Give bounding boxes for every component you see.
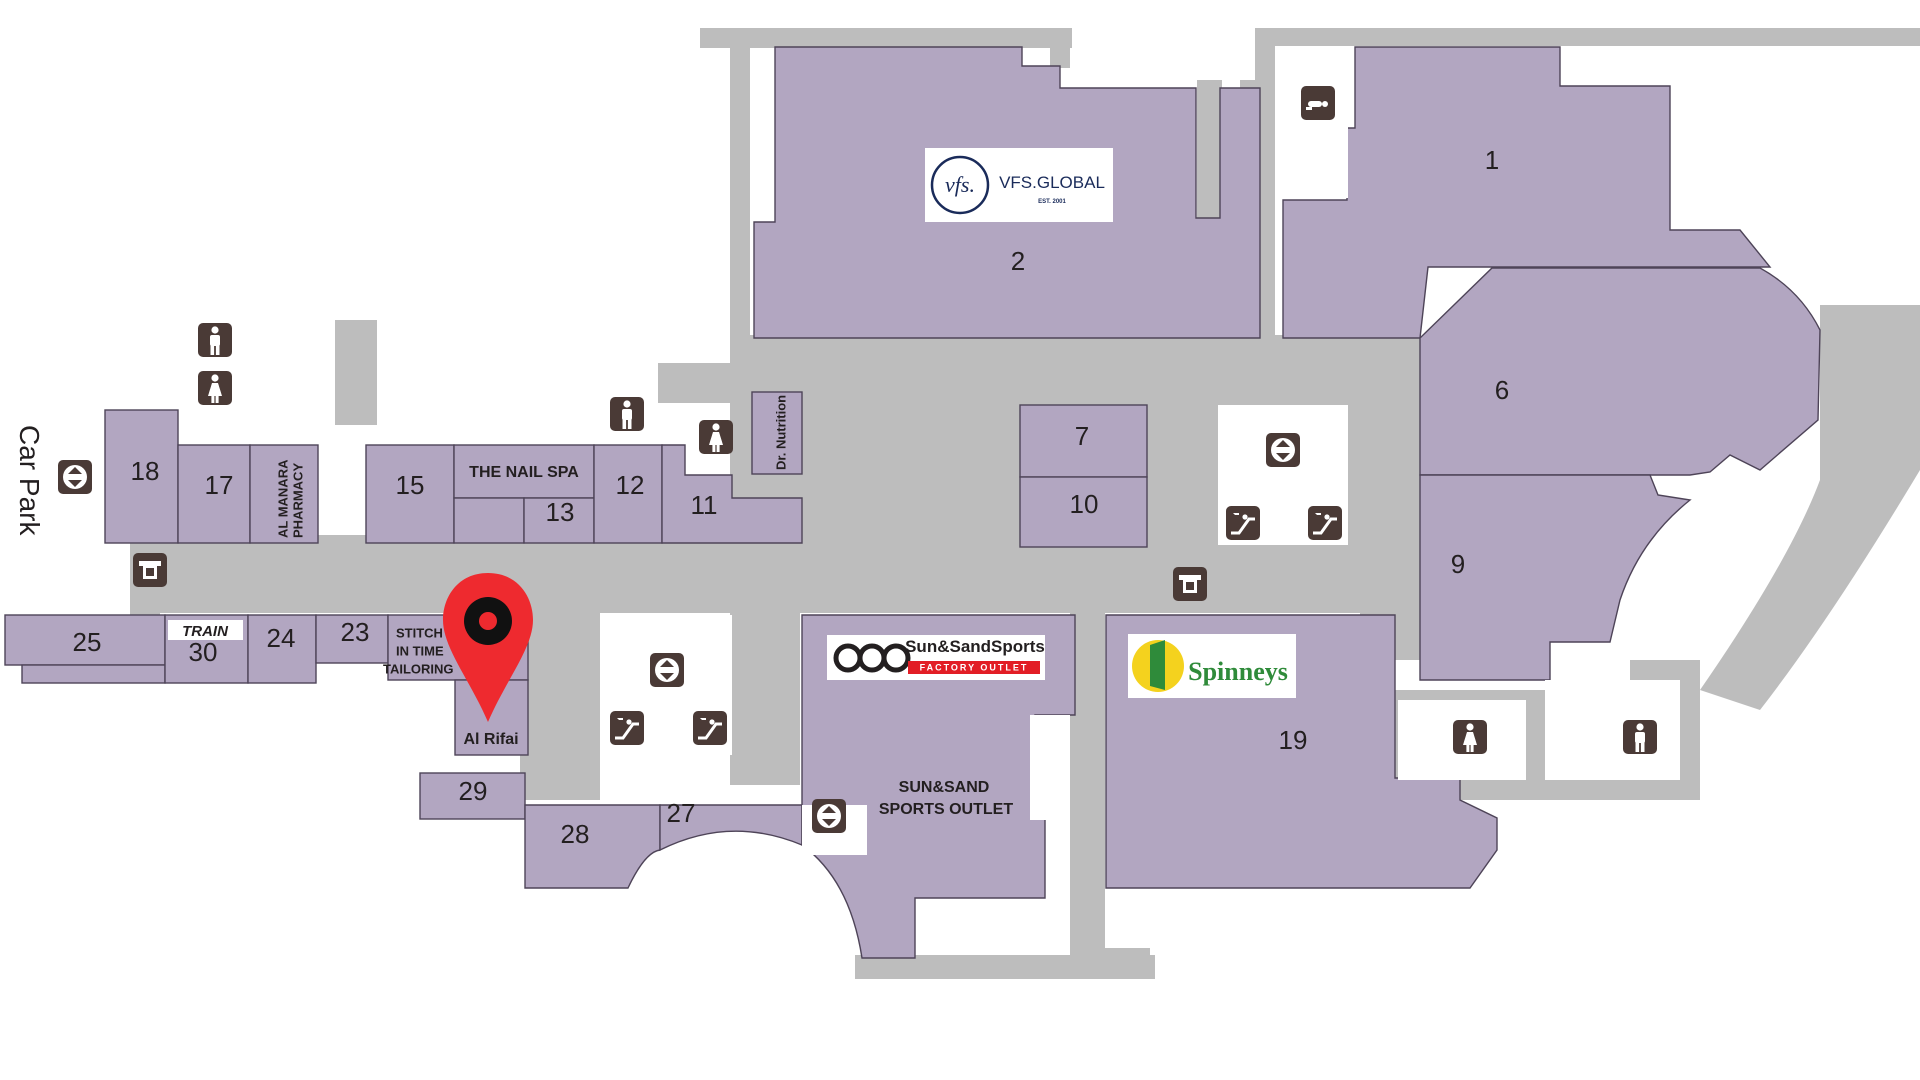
label-al-rifai: Al Rifai — [463, 731, 518, 748]
atm-icon[interactable] — [1173, 567, 1207, 601]
store-labels: THE NAIL SPA Dr. Nutrition AL MANARA PHA… — [275, 395, 1013, 818]
male-restroom-icon[interactable] — [1623, 720, 1657, 754]
unit-pharmacy — [249, 444, 319, 544]
unit-number-2: 2 — [1011, 246, 1025, 276]
atm-icon[interactable] — [133, 553, 167, 587]
sun-sand-logo: Sun&SandSports FACTORY OUTLET — [827, 635, 1045, 680]
unit-7 — [1019, 404, 1148, 478]
unit-number-29: 29 — [459, 776, 488, 806]
vfs-logo-name: VFS.GLOBAL — [999, 173, 1105, 192]
escalator-icon[interactable] — [1306, 504, 1344, 542]
vfs-logo-mark: vfs. — [945, 172, 975, 197]
unit-number-19: 19 — [1279, 725, 1308, 755]
unit-number-18: 18 — [131, 456, 160, 486]
sun-sand-logo-name: Sun&SandSports — [905, 637, 1045, 656]
vfs-global-logo: vfs. VFS.GLOBAL EST. 2001 — [925, 148, 1113, 222]
elevator-icon[interactable] — [650, 653, 684, 687]
escalator-icon[interactable] — [1224, 504, 1262, 542]
unit-18 — [104, 409, 179, 544]
prayer-room-icon[interactable] — [1301, 86, 1335, 120]
unit-6 — [1419, 267, 1821, 476]
unit-29 — [419, 772, 526, 820]
escalator-icon[interactable] — [608, 709, 646, 747]
unit-number-27: 27 — [667, 798, 696, 828]
escalator-icon[interactable] — [691, 709, 729, 747]
label-sun-sand-2: SPORTS OUTLET — [879, 801, 1013, 818]
spinneys-logo-name: Spinneys — [1188, 657, 1288, 686]
unit-11 — [661, 444, 803, 544]
elevator-icon[interactable] — [812, 799, 846, 833]
elevator-icon[interactable] — [1266, 433, 1300, 467]
unit-number-15: 15 — [396, 470, 425, 500]
label-sun-sand-1: SUN&SAND — [899, 779, 990, 796]
train-logo-name: TRAIN — [182, 623, 229, 640]
unit-12 — [593, 444, 663, 544]
unit-10 — [1019, 476, 1148, 548]
unit-nail-spa-lower — [453, 497, 525, 544]
unit-17 — [177, 444, 251, 544]
unit-number-12: 12 — [616, 470, 645, 500]
unit-number-28: 28 — [561, 819, 590, 849]
label-al-manara: AL MANARA — [275, 459, 290, 538]
unit-28 — [524, 804, 661, 889]
vfs-logo-est: EST. 2001 — [1038, 199, 1066, 205]
label-stitch-1: STITCH — [396, 625, 443, 640]
label-dr-nutrition: Dr. Nutrition — [773, 395, 788, 470]
unit-number-9: 9 — [1451, 549, 1465, 579]
label-pharmacy: PHARMACY — [290, 463, 305, 538]
unit-number-6: 6 — [1495, 375, 1509, 405]
unit-13 — [523, 497, 595, 544]
unit-25b — [21, 664, 166, 684]
female-restroom-icon[interactable] — [699, 420, 733, 454]
train-logo: TRAIN — [168, 620, 243, 640]
label-nail-spa: THE NAIL SPA — [469, 464, 579, 481]
male-restroom-icon[interactable] — [198, 323, 232, 357]
unit-numbers: 1 2 6 7 10 9 18 17 15 13 12 11 25 30 24 … — [73, 145, 1510, 849]
elevator-icon[interactable] — [58, 460, 92, 494]
female-restroom-icon[interactable] — [198, 371, 232, 405]
spinneys-logo: Spinneys — [1128, 634, 1296, 698]
unit-number-10: 10 — [1070, 489, 1099, 519]
label-stitch-2: IN TIME — [396, 643, 444, 658]
unit-24 — [247, 614, 317, 684]
location-pin-icon[interactable] — [443, 573, 533, 722]
unit-number-17: 17 — [205, 470, 234, 500]
unit-number-25: 25 — [73, 627, 102, 657]
unit-number-30: 30 — [189, 637, 218, 667]
sun-sand-logo-sub: FACTORY OUTLET — [920, 662, 1029, 672]
unit-dr-nutrition — [751, 391, 803, 475]
label-stitch-3: TAILORING — [383, 661, 454, 676]
car-park-label: Car Park — [14, 425, 45, 536]
unit-number-1: 1 — [1485, 145, 1499, 175]
unit-number-23: 23 — [341, 617, 370, 647]
female-restroom-icon[interactable] — [1453, 720, 1487, 754]
unit-number-13: 13 — [546, 497, 575, 527]
unit-number-24: 24 — [267, 623, 296, 653]
unit-15 — [365, 444, 455, 544]
male-restroom-icon[interactable] — [610, 397, 644, 431]
unit-9 — [1419, 474, 1692, 681]
unit-number-7: 7 — [1075, 421, 1089, 451]
unit-number-11: 11 — [691, 490, 718, 520]
